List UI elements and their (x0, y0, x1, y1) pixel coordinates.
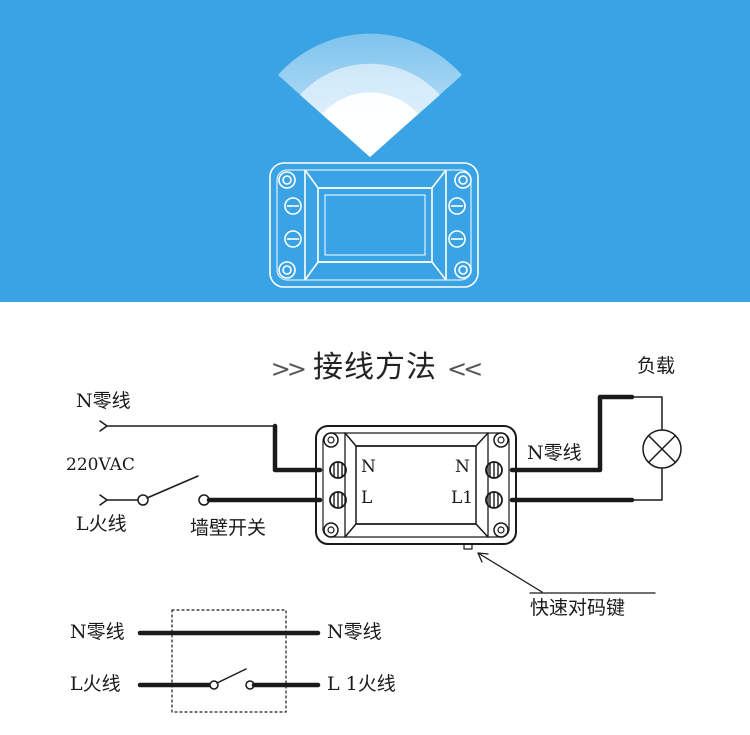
output-live-wire (509, 467, 663, 503)
output-neutral-label: N零线 (527, 442, 582, 464)
title-right-marks: << (447, 355, 483, 383)
title-text: 接线方法 (313, 350, 437, 385)
lamp-load-icon (642, 429, 682, 469)
hero-banner (0, 0, 750, 302)
input-neutral-wire (99, 420, 323, 473)
terminal-left-top: N (361, 457, 376, 477)
input-live-wire (99, 475, 323, 506)
hero-graphic (269, 33, 479, 288)
pairing-key-label: 快速对码键 (530, 597, 626, 619)
wifi-signal-icon (278, 33, 462, 157)
eq-right-neutral-label: N零线 (327, 621, 382, 643)
pairing-key-pointer (477, 552, 656, 594)
switch-module (315, 425, 517, 550)
page-title: >>接线方法 << (0, 342, 750, 386)
output-neutral-wire (509, 394, 663, 473)
wall-switch-label: 墙壁开关 (190, 517, 267, 539)
terminal-right-top: N (455, 457, 470, 477)
equivalent-circuit (137, 609, 321, 713)
input-live-label: L火线 (76, 513, 127, 535)
input-neutral-label: N零线 (76, 390, 131, 412)
terminal-left-bottom: L (361, 488, 373, 508)
wiring-drawing (99, 394, 682, 713)
eq-left-neutral-label: N零线 (70, 621, 125, 643)
load-label: 负载 (637, 355, 676, 377)
eq-left-live-label: L火线 (70, 673, 121, 695)
switch-module-icon (269, 162, 479, 288)
title-left-marks: >> (270, 355, 307, 383)
terminal-right-bottom: L1 (451, 488, 474, 508)
wiring-diagram: >>接线方法 << N零线 220VAC L火线 墙壁开关 负载 N零线 快速对码… (0, 302, 750, 735)
eq-right-live-label: L 1火线 (327, 673, 396, 695)
input-voltage-label: 220VAC (66, 455, 135, 475)
